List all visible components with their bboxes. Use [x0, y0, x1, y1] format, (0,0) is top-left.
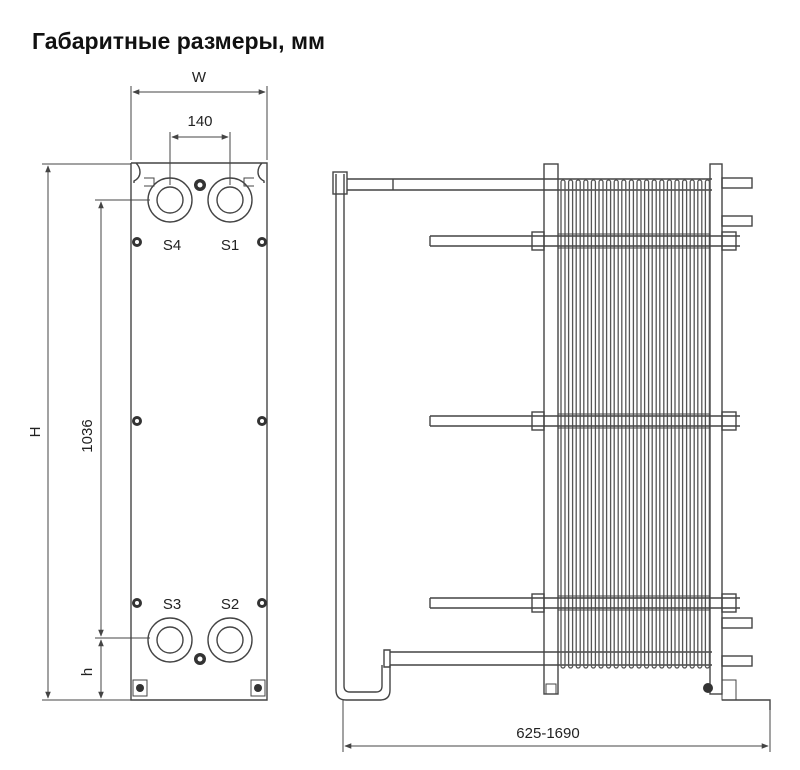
bottom-offset-label: h — [79, 668, 96, 676]
frame-support-column — [335, 174, 391, 701]
port-distance-dimension: 1036 — [79, 199, 150, 639]
frame-top-plate — [332, 171, 348, 195]
port-label-s2: S2 — [221, 596, 239, 613]
diagram-title: Габаритные размеры, мм — [32, 28, 325, 54]
tie-rods — [429, 231, 740, 613]
bottom-feet — [132, 679, 266, 697]
height-label: H — [27, 427, 44, 438]
plate — [575, 179, 581, 669]
front-view: W 140 — [27, 69, 268, 701]
height-dimension: H — [27, 163, 131, 701]
bottom-center-bolt — [194, 653, 206, 665]
plate — [643, 179, 650, 669]
bottom-offset-dimension: h — [79, 637, 104, 699]
plate — [704, 179, 711, 669]
width-label: W — [192, 69, 207, 86]
plate — [621, 179, 627, 669]
side-bolts — [132, 237, 267, 608]
plate-pack — [560, 179, 711, 669]
port-label-s4: S4 — [163, 237, 181, 254]
port-s1 — [207, 177, 253, 223]
plate — [567, 179, 574, 669]
port-label-s1: S1 — [221, 237, 239, 254]
tie-rod-bottom — [429, 593, 740, 613]
plate — [560, 179, 566, 669]
plate — [666, 179, 673, 669]
plate — [681, 179, 688, 669]
side-view: 625-1690 — [332, 163, 771, 752]
port-s3 — [147, 617, 193, 663]
plate — [659, 179, 665, 669]
front-plate-outline — [130, 162, 268, 701]
plate — [590, 179, 597, 669]
nozzles — [721, 177, 753, 667]
plate — [628, 179, 635, 669]
plate — [613, 179, 619, 669]
frame-bottom-bar — [383, 649, 712, 668]
port-distance-label: 1036 — [79, 419, 96, 452]
tie-rod-middle — [429, 411, 740, 431]
top-center-bolt — [194, 179, 206, 191]
width-dimension: W — [130, 69, 268, 160]
plate — [605, 179, 612, 669]
plate — [689, 179, 695, 669]
port-spacing-label: 140 — [187, 113, 212, 130]
plate — [598, 179, 604, 669]
plate — [636, 179, 642, 669]
port-s2 — [207, 617, 253, 663]
plate — [651, 179, 657, 669]
length-label: 625-1690 — [516, 725, 579, 742]
tie-rod-top — [429, 231, 740, 251]
frame-top-bar — [347, 178, 712, 191]
plate — [583, 179, 589, 669]
plate — [674, 179, 680, 669]
port-spacing-dimension: 140 — [169, 113, 231, 185]
fixed-pressure-plate — [543, 163, 559, 695]
length-dimension: 625-1690 — [342, 700, 771, 752]
port-label-s3: S3 — [163, 596, 181, 613]
plate — [697, 179, 703, 669]
